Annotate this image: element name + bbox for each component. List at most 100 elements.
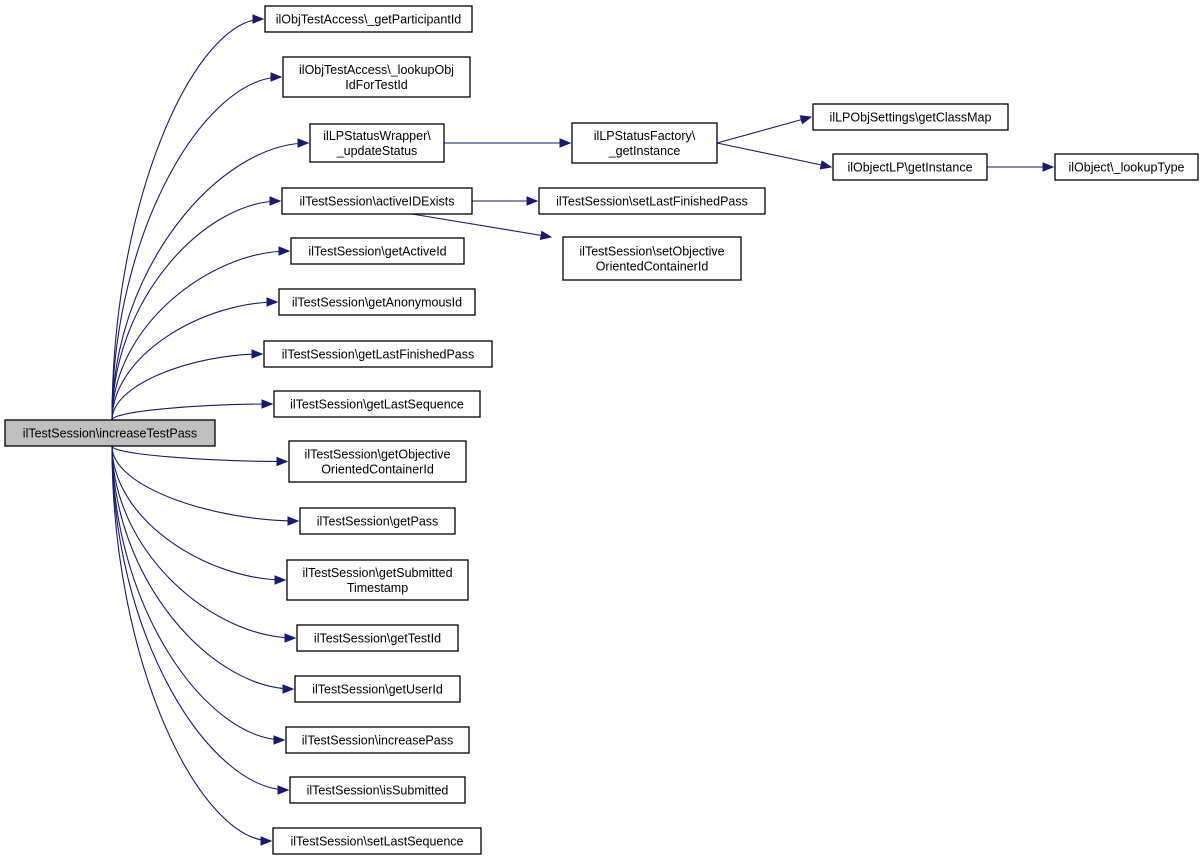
node-box: [4, 419, 216, 447]
node-label: ilObjTestAccess\_getParticipantId: [276, 13, 462, 27]
node-label: ilTestSession\getActiveId: [308, 245, 446, 259]
node-label: ilLPStatusFactory\: [594, 129, 696, 143]
edge-root-to-n6: [111, 301, 278, 421]
edge-root-to-n9: [111, 445, 288, 463]
graph-node[interactable]: ilTestSession\setLastFinishedPass: [538, 187, 766, 215]
edge-root-to-n5: [111, 250, 290, 421]
edge-arrowhead-n21-to-n22: [1042, 162, 1055, 172]
edge-root-to-n12: [111, 445, 296, 639]
node-label: ilTestSession\getLastSequence: [290, 398, 464, 412]
node-box: [282, 56, 471, 98]
node-label: OrientedContainerId: [321, 463, 434, 477]
graph-node[interactable]: ilObjTestAccess\_getParticipantId: [264, 5, 473, 33]
edge-root-to-n14: [111, 445, 285, 741]
node-label: IdForTestId: [345, 78, 408, 92]
root-node[interactable]: ilTestSession\increaseTestPass: [4, 419, 216, 447]
edge-arrowhead-root-to-n14: [273, 735, 286, 745]
graph-node[interactable]: ilTestSession\getLastFinishedPass: [263, 340, 493, 368]
node-box: [272, 827, 482, 855]
node-box: [288, 440, 467, 483]
edge-root-to-n8: [111, 403, 273, 421]
graph-node[interactable]: ilLPStatusFactory\_getInstance: [571, 122, 718, 164]
edge-arrowhead-root-to-n7: [251, 349, 264, 359]
node-layer: ilTestSession\increaseTestPass ilObjTestA…: [4, 5, 1199, 855]
node-label: ilObjTestAccess\_lookupObj: [299, 63, 454, 77]
graph-node[interactable]: ilTestSession\getObjectiveOrientedContai…: [288, 440, 467, 483]
edge-arrowhead-root-to-n13: [282, 684, 295, 694]
edge-n17-to-n21: [716, 142, 832, 168]
node-label: ilTestSession\activeIDExists: [300, 195, 455, 209]
node-box: [264, 5, 473, 33]
node-box: [812, 103, 1009, 131]
node-label: ilLPObjSettings\getClassMap: [830, 111, 992, 125]
edge-arrowhead-root-to-n12: [284, 633, 297, 643]
graph-node[interactable]: ilTestSession\getTestId: [296, 624, 459, 652]
node-label: ilTestSession\getUserId: [312, 683, 443, 697]
graph-node[interactable]: ilLPStatusWrapper\_updateStatus: [309, 123, 445, 163]
node-box: [299, 507, 456, 535]
edge-root-to-n11: [111, 445, 286, 581]
edge-root-to-n15: [111, 445, 289, 791]
graph-node[interactable]: ilTestSession\setObjectiveOrientedContai…: [562, 236, 742, 281]
graph-node[interactable]: ilLPObjSettings\getClassMap: [812, 103, 1009, 131]
node-label: ilTestSession\getAnonymousId: [292, 296, 462, 310]
node-label: ilTestSession\getSubmitted: [302, 566, 452, 580]
node-box: [286, 559, 469, 601]
node-label: ilTestSession\getLastFinishedPass: [282, 348, 474, 362]
edge-arrowhead-root-to-n3: [297, 138, 310, 148]
edge-root-to-n13: [111, 445, 294, 690]
node-label: ilTestSession\getObjective: [305, 448, 451, 462]
node-label: OrientedContainerId: [596, 260, 709, 274]
node-label: ilTestSession\isSubmitted: [307, 784, 449, 798]
node-box: [832, 153, 988, 181]
edge-root-to-n3: [111, 142, 309, 421]
edge-arrowhead-root-to-n4: [269, 196, 282, 206]
edge-root-to-n7: [111, 353, 263, 421]
graph-node[interactable]: ilTestSession\isSubmitted: [289, 776, 466, 804]
node-label: ilObject\_lookupType: [1068, 161, 1184, 175]
node-label: Timestamp: [347, 581, 408, 595]
node-label: ilLPStatusWrapper\: [323, 129, 431, 143]
edge-arrowhead-root-to-n6: [266, 297, 279, 307]
edge-arrowhead-n4-to-n18: [526, 196, 539, 206]
graph-node[interactable]: ilTestSession\increasePass: [285, 726, 470, 754]
edge-arrowhead-root-to-n8: [261, 399, 274, 409]
graph-node[interactable]: ilTestSession\activeIDExists: [281, 187, 473, 215]
node-box: [263, 340, 493, 368]
node-box: [562, 236, 742, 281]
node-box: [571, 122, 718, 164]
graph-node[interactable]: ilObjectLP\getInstance: [832, 153, 988, 181]
node-box: [278, 288, 476, 316]
edge-layer: [111, 14, 1055, 846]
edge-root-to-n1: [111, 18, 264, 421]
graph-node[interactable]: ilTestSession\getLastSequence: [273, 390, 481, 418]
edge-n17-to-n20: [716, 116, 812, 144]
node-label: ilObjectLP\getInstance: [847, 161, 972, 175]
node-box: [294, 675, 461, 703]
edge-arrowhead-root-to-n2: [270, 72, 283, 82]
node-box: [290, 237, 465, 265]
graph-node[interactable]: ilObject\_lookupType: [1054, 153, 1199, 181]
node-box: [285, 726, 470, 754]
edge-root-to-n10: [111, 445, 299, 522]
graph-node[interactable]: ilTestSession\getAnonymousId: [278, 288, 476, 316]
node-box: [538, 187, 766, 215]
graph-node[interactable]: ilTestSession\getActiveId: [290, 237, 465, 265]
node-box: [1054, 153, 1199, 181]
node-label: ilTestSession\setLastSequence: [290, 835, 463, 849]
node-label: ilTestSession\increaseTestPass: [23, 427, 197, 441]
graph-node[interactable]: ilTestSession\setLastSequence: [272, 827, 482, 855]
node-box: [273, 390, 481, 418]
node-label: ilTestSession\setLastFinishedPass: [556, 195, 748, 209]
node-label: ilTestSession\setObjective: [579, 245, 724, 259]
edge-arrowhead-root-to-n11: [274, 575, 287, 585]
graph-node[interactable]: ilTestSession\getUserId: [294, 675, 461, 703]
edge-arrowhead-root-to-n9: [276, 456, 289, 467]
edge-arrowhead-root-to-n1: [252, 14, 265, 24]
node-label: _updateStatus: [336, 144, 418, 158]
node-label: _getInstance: [608, 144, 681, 158]
graph-node[interactable]: ilTestSession\getPass: [299, 507, 456, 535]
